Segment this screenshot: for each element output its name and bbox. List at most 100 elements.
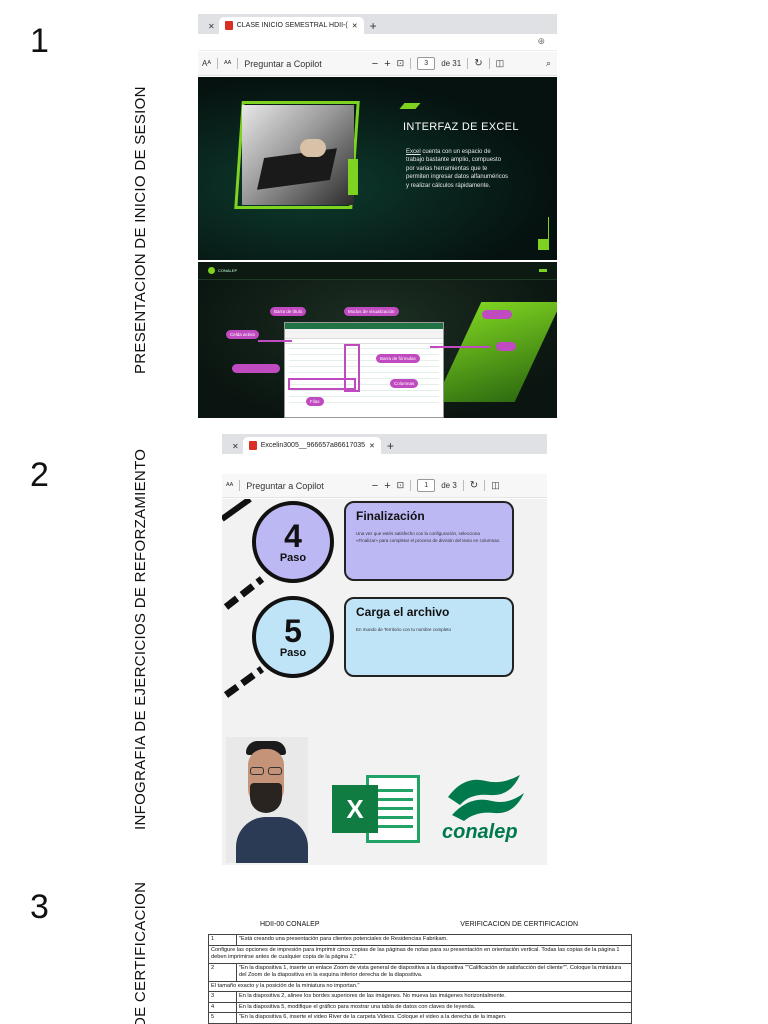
callout-view-modes: Modos de visualización <box>344 307 399 316</box>
pdf-tab-2[interactable]: Excelin3005__966657a86617035 ✕ <box>242 437 381 454</box>
excel-link[interactable]: Excel <box>406 149 421 155</box>
new-tab-icon[interactable]: + <box>369 19 377 33</box>
step-paso: Paso <box>279 647 307 659</box>
zoom-out-button[interactable]: − <box>371 57 379 70</box>
fit-page-icon[interactable]: ⊡ <box>396 58 405 68</box>
copilot-button[interactable]: Preguntar a Copilot <box>244 58 322 69</box>
section-label-2: INFOGRAFIA DE EJERCICIOS DE REFORZAMIENT… <box>132 448 149 830</box>
page-view-icon[interactable]: ◫ <box>495 58 505 68</box>
pdf-toolbar: Aᴬ ᴬᴬ Preguntar a Copilot − + ⊡ 3 de 31 … <box>198 52 557 76</box>
fit-page-icon[interactable]: ⊡ <box>396 480 405 490</box>
pdf-tab[interactable]: CLASE INICIO SEMESTRAL HDII-( ✕ <box>218 17 364 34</box>
page-view-icon[interactable]: ◫ <box>491 480 500 490</box>
tab-title-2: Excelin3005__966657a86617035 <box>260 442 366 449</box>
task-text: Configure las opciones de impresión para… <box>208 944 632 964</box>
zoom-in-button[interactable]: + <box>384 479 391 492</box>
section-label-1: PRESENTACION DE INICIO DE SESION <box>132 86 149 374</box>
excel-x-icon: X <box>332 785 378 833</box>
header-logo-text: CONALEP <box>218 268 238 273</box>
callout-pill <box>482 310 512 319</box>
conalep-wordmark: conalep <box>442 821 518 843</box>
page-count-2: de 3 <box>441 481 457 490</box>
page-count: de 31 <box>441 59 462 68</box>
zoom-icon[interactable]: ⊕ <box>537 36 545 46</box>
tab-title: CLASE INICIO SEMESTRAL HDII-( <box>236 22 348 29</box>
laptop-photo <box>242 105 354 205</box>
table-row: 1"Está creando una presentación para cli… <box>208 934 632 946</box>
close-tab-icon[interactable]: ✕ <box>369 442 375 450</box>
page-number-input-2[interactable]: 1 <box>417 479 436 492</box>
step-number: 5 <box>284 613 302 649</box>
callout-line <box>258 340 292 342</box>
rotate-icon[interactable]: ↻ <box>474 58 483 69</box>
task-text: En la diapositiva 5, modifique el gráfic… <box>236 1001 632 1014</box>
task-text: "En la diapositiva 6, inserte el video R… <box>236 1012 632 1024</box>
page-number-input[interactable]: 3 <box>417 57 436 70</box>
row-highlight <box>288 378 356 390</box>
doc-header-right: VERIFICACION DE CERTIFICACION <box>460 921 578 928</box>
section-number-1: 1 <box>30 22 49 60</box>
doc-header-left: HDII-00 CONALEP <box>260 921 320 928</box>
callout-active-cell: Celda activa <box>226 330 259 339</box>
task-number: 3 <box>208 991 237 1003</box>
table-row: 2"En la diapositiva 1, inserte un enlace… <box>208 962 632 982</box>
callout-pill <box>496 342 516 351</box>
column-highlight <box>344 344 360 392</box>
divider <box>484 480 486 491</box>
step-5-circle: 5 Paso <box>252 596 334 678</box>
new-tab-icon[interactable]: + <box>386 439 394 453</box>
divider <box>216 58 218 69</box>
step-body: Una vez que estés satisfecho con la conf… <box>356 531 501 543</box>
text-size-icon[interactable]: ᴬᴬ <box>226 481 234 490</box>
section-label-3: DE CERTIFICACION <box>132 881 149 1024</box>
certification-doc: HDII-00 CONALEP VERIFICACION DE CERTIFIC… <box>208 921 632 1024</box>
pdf-icon <box>248 441 257 450</box>
callout-rows: Filas <box>306 397 324 406</box>
task-text: "En la diapositiva 1, inserte un enlace … <box>236 962 632 982</box>
tab-bar-2: ✕ Excelin3005__966657a86617035 ✕ + <box>222 434 547 454</box>
step-body: En mundo de Territorio con tu nombre com… <box>356 627 451 632</box>
address-bar-2 <box>222 454 547 472</box>
tab-bar: ✕ CLASE INICIO SEMESTRAL HDII-( ✕ + <box>198 14 557 34</box>
slide-body-text: cuenta con un espacio de trabajo bastant… <box>406 149 509 189</box>
slide-header: CONALEP <box>198 262 557 280</box>
divider <box>462 480 464 491</box>
pdf-icon <box>224 21 233 30</box>
step-paso: Paso <box>279 552 307 564</box>
section-number-2: 2 <box>30 456 49 494</box>
slide-interfaz: INTERFAZ DE EXCEL Excel cuenta con un es… <box>198 77 557 260</box>
copilot-button-2[interactable]: Preguntar a Copilot <box>246 480 324 491</box>
task-text: El tamaño exacto y la posición de la min… <box>208 980 632 993</box>
menu-icon <box>539 269 547 272</box>
connector-lines <box>222 499 265 698</box>
task-number: 5 <box>208 1012 237 1024</box>
slide-body: Excel cuenta con un espacio de trabajo b… <box>406 148 510 190</box>
zoom-in-button[interactable]: + <box>384 57 391 70</box>
zoom-out-button[interactable]: − <box>371 479 379 492</box>
instructor-photo <box>226 737 308 863</box>
table-row: Configure las opciones de impresión para… <box>208 944 632 964</box>
pdf-toolbar-2: ᴬᴬ Preguntar a Copilot − + ⊡ 1 de 3 ↻ ◫ <box>222 474 547 498</box>
text-size-icon[interactable]: ᴬᴬ <box>223 59 232 68</box>
green-square <box>538 239 549 250</box>
read-aloud-icon[interactable]: Aᴬ <box>202 59 211 68</box>
slide-title: INTERFAZ DE EXCEL <box>403 121 519 133</box>
step-title: Finalización <box>356 509 425 523</box>
doc-header: HDII-00 CONALEP VERIFICACION DE CERTIFIC… <box>208 921 632 928</box>
close-tab-icon[interactable]: ✕ <box>351 22 358 30</box>
search-icon[interactable]: ⌕ <box>545 58 551 68</box>
step-4-card: Finalización Una vez que estés satisfech… <box>344 501 514 581</box>
task-number: 1 <box>208 934 237 946</box>
divider <box>237 58 239 69</box>
divider <box>488 58 490 69</box>
close-tab-icon[interactable]: ✕ <box>208 22 215 31</box>
rotate-icon[interactable]: ↻ <box>469 480 479 491</box>
conalep-symbol-icon <box>448 775 524 821</box>
slide-excel-parts: CONALEP Barra de título Modos de visuali… <box>198 262 557 418</box>
callout-columns: Columnas <box>390 379 419 388</box>
tasks-table: 1"Está creando una presentación para cli… <box>208 934 632 1024</box>
close-tab-icon[interactable]: ✕ <box>232 442 239 451</box>
step-title: Carga el archivo <box>356 605 450 619</box>
